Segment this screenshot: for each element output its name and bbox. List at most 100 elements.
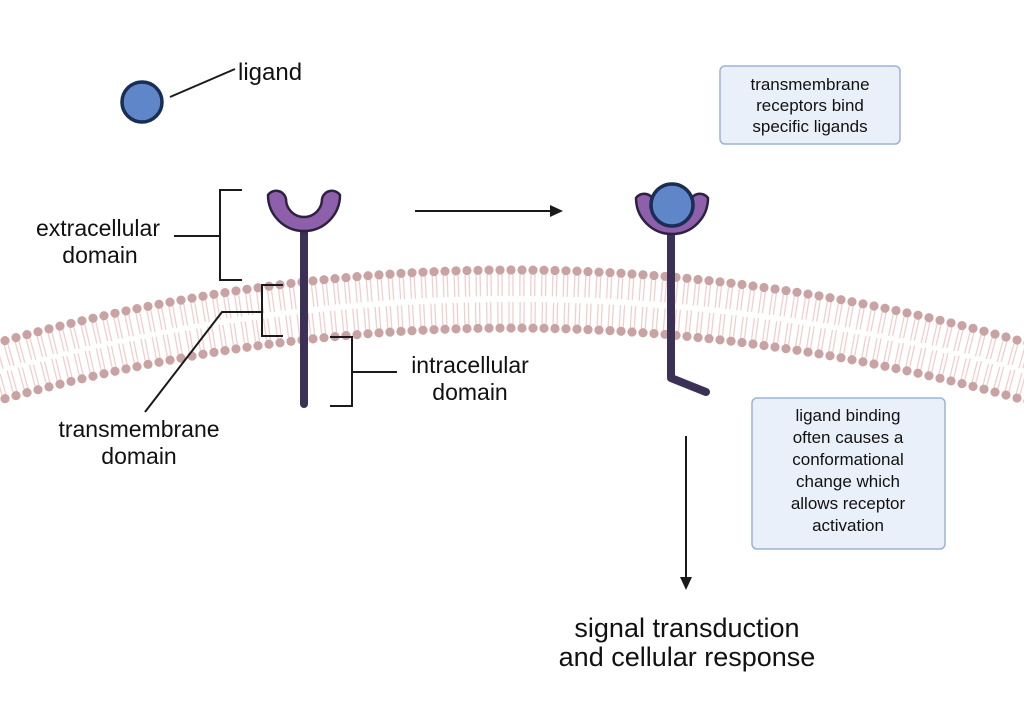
lipid-tail (971, 361, 979, 383)
lipid-head (1001, 390, 1011, 400)
lipid-head (990, 387, 1000, 397)
lipid-tail (600, 304, 603, 327)
receptor-unbound (266, 189, 342, 408)
lipid-head (605, 268, 615, 278)
lipid-tail (555, 274, 558, 297)
lipid-tail (660, 280, 664, 303)
lipid-head (143, 301, 153, 311)
lipid-tail (270, 290, 276, 313)
lipid-tail (95, 321, 102, 344)
lipid-tail (717, 313, 722, 336)
lipid-tail (389, 306, 393, 329)
lipid-tail (329, 310, 334, 333)
lipid-tail (106, 345, 113, 368)
lipid-head (407, 268, 417, 278)
lipid-head (737, 279, 747, 290)
lipid-head (99, 369, 109, 379)
cell-membrane (0, 265, 1024, 404)
lipid-tail (311, 312, 316, 335)
lipid-tail (218, 324, 224, 347)
lipid-tail (757, 291, 763, 314)
lipid-head (748, 281, 758, 291)
lipid-head (858, 299, 868, 309)
lipid-tail (332, 282, 337, 305)
note-bottom-line1: ligand binding (796, 406, 901, 425)
lipid-tail (585, 303, 588, 326)
lipid-head (627, 327, 637, 337)
lipid-tail (629, 305, 633, 329)
lipid-tail (986, 363, 994, 386)
lipid-tail (891, 314, 898, 337)
lipid-tail (1007, 343, 1015, 366)
lipid-tail (806, 326, 811, 349)
lipid-head (451, 324, 461, 334)
lipid-tail (816, 299, 821, 322)
lipid-tail (18, 341, 26, 363)
lipid-tail (173, 332, 179, 355)
lipid-head (869, 301, 879, 311)
lipid-head (814, 291, 824, 301)
lipid-tail (772, 321, 778, 344)
lipid-head (594, 325, 604, 335)
lipid-tail (285, 315, 290, 338)
lipid-head (88, 313, 98, 323)
lipid-head (583, 266, 593, 277)
lipid-head (1012, 335, 1022, 345)
lipid-tail (113, 317, 120, 339)
lipid-tail (28, 364, 36, 387)
ligand-leader-line (169, 68, 236, 98)
lipid-tail (1004, 369, 1012, 392)
lipid-head (550, 323, 560, 334)
lipid-tail (1015, 372, 1023, 395)
lipid-tail (776, 321, 782, 344)
lipid-head (759, 282, 769, 293)
lipid-head (902, 366, 912, 376)
lipid-tail (144, 338, 150, 361)
signal-label-line1: signal transduction (574, 613, 799, 643)
lipid-tail (445, 303, 448, 326)
lipid-head (154, 299, 164, 309)
lipid-tail (51, 358, 58, 381)
lipid-head (319, 333, 329, 343)
note-box-bottom: ligand binding often causes a conformati… (751, 397, 946, 550)
lipid-tail (251, 319, 257, 342)
receptor-bound (634, 182, 710, 396)
lipid-tail (464, 274, 467, 297)
lipid-tail (376, 278, 380, 301)
lipid-head (583, 324, 593, 335)
lipid-tail (633, 305, 637, 329)
lipid-tail (40, 335, 48, 358)
lipid-tail (344, 309, 349, 332)
lipid-tail (653, 279, 657, 302)
lipid-head (946, 318, 956, 328)
lipid-tail (872, 338, 878, 361)
lipid-tail (190, 301, 196, 324)
lipid-head (891, 363, 901, 374)
lipid-tail (407, 304, 411, 327)
lipid-tail (967, 332, 975, 354)
lipid-tail (84, 324, 91, 347)
lipid-tail (832, 330, 838, 352)
lipid-head (363, 329, 373, 339)
note-bottom-line3: conformational (792, 450, 904, 469)
lipid-tail (419, 304, 422, 327)
lipid-tail (374, 306, 378, 329)
lipid-head (341, 272, 351, 283)
lipid-tail (931, 324, 938, 346)
lipid-head (407, 326, 417, 336)
lipid-tail (318, 311, 323, 334)
lipid-tail (746, 289, 752, 312)
lipid-head (880, 303, 890, 313)
lipid-tail (942, 326, 949, 349)
lipid-tail (240, 321, 246, 344)
lipid-tail (563, 302, 566, 325)
lipid-head (979, 326, 989, 336)
lipid-tail (599, 276, 602, 299)
lipid-head (0, 336, 10, 346)
lipid-tail (95, 348, 102, 370)
lipid-tail (622, 305, 626, 328)
transmembrane-bracket (261, 284, 283, 337)
lipid-head (1001, 332, 1011, 342)
lipid-tail (212, 298, 217, 321)
lipid-tail (1011, 343, 1019, 366)
